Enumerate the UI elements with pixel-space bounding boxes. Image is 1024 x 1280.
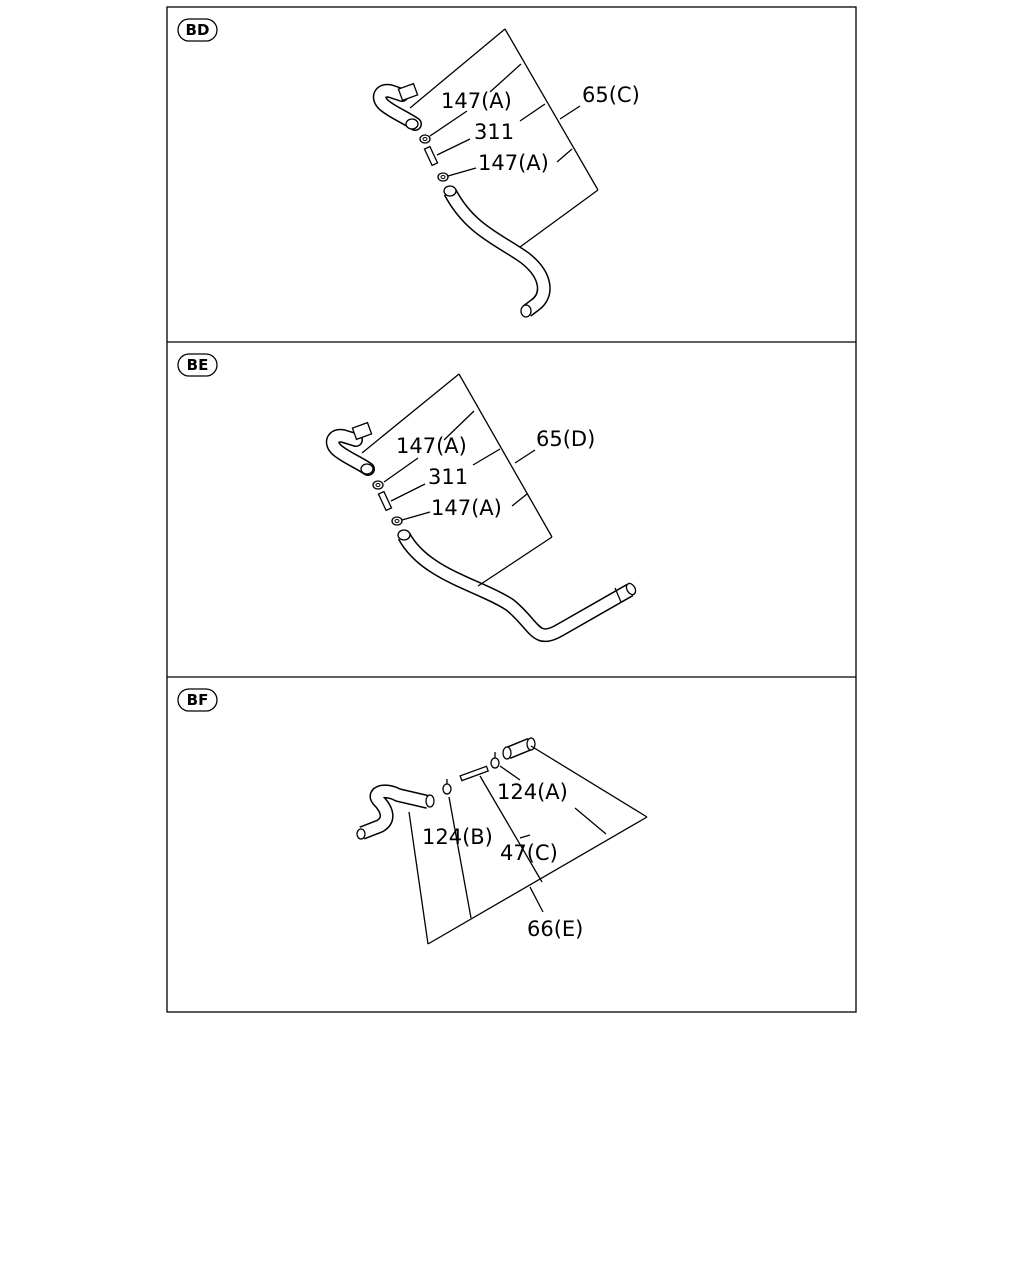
clamp-icon — [372, 480, 384, 490]
panel-bf: BF — [177, 688, 648, 945]
panel-tag-be: BE — [177, 353, 218, 377]
upper-hose — [325, 421, 375, 476]
clamp-icon — [442, 779, 452, 795]
lower-hose — [443, 185, 551, 318]
short-hose — [502, 737, 536, 760]
panel-tag-bf: BF — [177, 688, 218, 712]
svg-text:BE: BE — [187, 356, 209, 374]
panel-be: BE — [177, 353, 637, 643]
part-label-311: 311 — [428, 465, 468, 489]
clamp-icon — [437, 172, 449, 182]
diagram-frame — [166, 6, 857, 1013]
pipe-icon — [459, 765, 490, 782]
upper-hose — [372, 82, 422, 131]
bent-hose — [356, 784, 435, 840]
part-label-147a-bottom: 147(A) — [431, 496, 502, 520]
panel-bd: BD — [177, 18, 640, 318]
panel-tag-bd: BD — [177, 18, 218, 42]
callout-lines — [361, 373, 553, 587]
clamp-icon — [419, 134, 431, 144]
svg-text:BF: BF — [187, 691, 209, 709]
part-label-65c: 65(C) — [582, 83, 640, 107]
svg-text:BD: BD — [186, 21, 210, 39]
part-label-66e: 66(E) — [527, 917, 583, 941]
part-label-147a-top: 147(A) — [396, 434, 467, 458]
part-label-47c: 47(C) — [500, 841, 558, 865]
part-label-311: 311 — [474, 120, 514, 144]
callout-lines — [408, 745, 648, 945]
callout-lines — [409, 28, 599, 248]
part-label-124b: 124(B) — [422, 825, 493, 849]
part-label-147a-bottom: 147(A) — [478, 151, 549, 175]
union-fitting-icon — [377, 490, 393, 512]
union-fitting-icon — [423, 145, 439, 167]
part-label-124a: 124(A) — [497, 780, 568, 804]
part-label-65d: 65(D) — [536, 427, 595, 451]
clamp-icon — [490, 752, 500, 769]
part-label-147a-top: 147(A) — [441, 89, 512, 113]
clamp-icon — [391, 516, 403, 526]
lower-hose — [397, 529, 637, 643]
